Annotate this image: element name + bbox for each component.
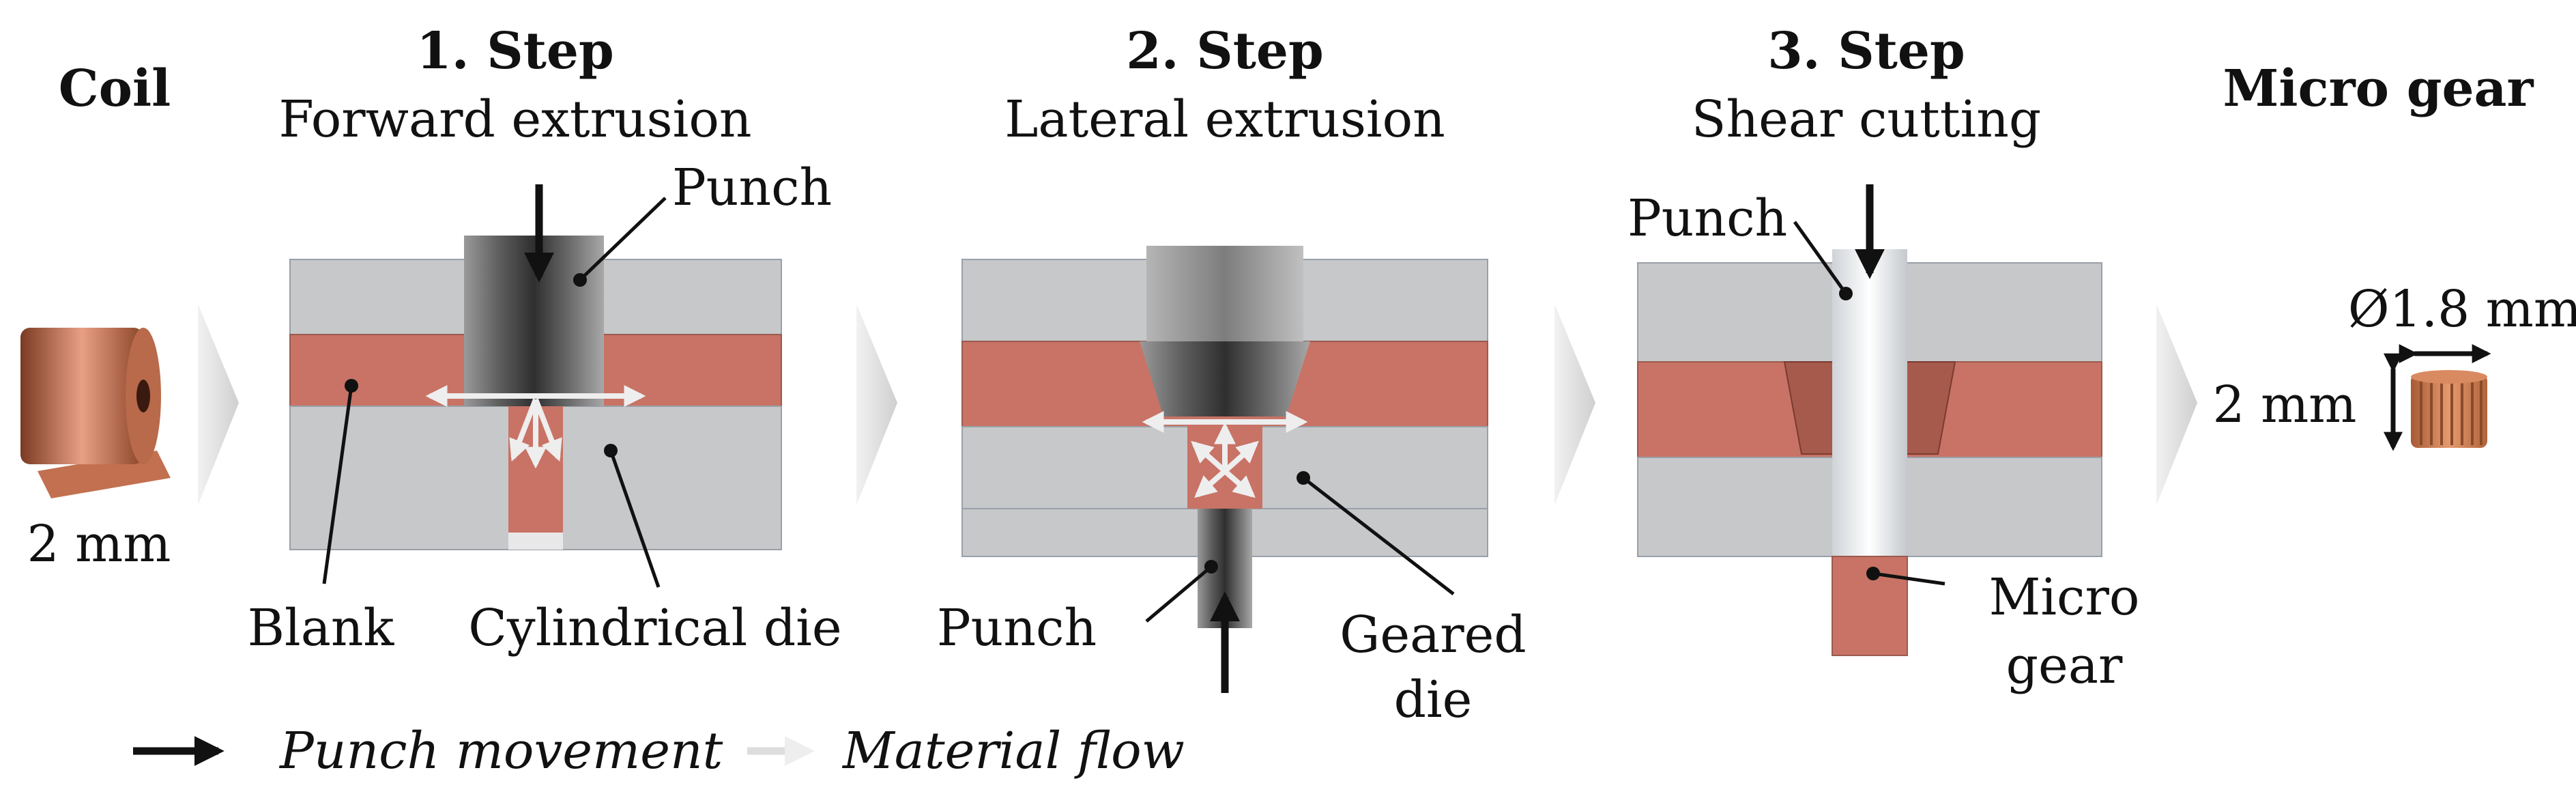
coil-title: Coil (59, 59, 171, 118)
step1-blank-label: Blank (248, 599, 395, 657)
step2-punch-dot (1204, 560, 1218, 574)
step1-punch-dot (573, 273, 587, 287)
coil-image (20, 328, 171, 498)
step2-die-dot (1297, 471, 1310, 485)
step1-material-flow-arrows (425, 385, 646, 469)
step1-punch-label: Punch (672, 158, 832, 217)
step3-punch-leader (1793, 221, 1848, 295)
step3-title: 3. Step (1767, 22, 1965, 81)
step3-punch-label: Punch (1627, 189, 1787, 248)
step2-die-label-line2: die (1394, 670, 1473, 729)
chevron-arrow-1 (198, 304, 239, 505)
step3-gear-dot (1866, 567, 1880, 580)
step1-blank-dot (345, 379, 358, 393)
step1-tooling (289, 236, 782, 550)
legend: Punch movement Material flow (133, 722, 1185, 780)
step2-die-label-line1: Geared (1340, 606, 1526, 664)
step2-subtitle: Lateral extrusion (1004, 90, 1445, 149)
step3-gear-label-line2: gear (2006, 636, 2123, 695)
coil-thickness-label: 2 mm (27, 515, 171, 574)
step1-die-dot (604, 444, 618, 457)
step1-blank-leader (322, 385, 353, 584)
step3-gear-label-line1: Micro (1989, 568, 2140, 627)
step2-die-leader (1302, 477, 1455, 595)
product-title: Micro gear (2223, 59, 2534, 118)
step1-die-label: Cylindrical die (468, 599, 841, 657)
product-diameter-label: Ø1.8 mm (2348, 280, 2576, 339)
step2-title: 2. Step (1126, 22, 1323, 81)
step1-die-leader (609, 450, 661, 588)
product-height-label: 2 mm (2213, 376, 2357, 434)
step1-subtitle: Forward extrusion (278, 90, 751, 149)
step3-gear-leader (1872, 571, 1945, 586)
step3-tooling (1637, 249, 2102, 656)
chevron-arrow-4 (2156, 304, 2197, 505)
chevron-arrow-2 (856, 304, 897, 505)
step1-punch-leader (579, 197, 667, 281)
micro-gear-image (2411, 370, 2487, 448)
step3-subtitle: Shear cutting (1692, 90, 2041, 149)
legend-punch-movement-label: Punch movement (278, 722, 723, 780)
step3-punch-dot (1839, 287, 1853, 300)
step2-material-flow-arrows (1142, 411, 1308, 498)
step1-title: 1. Step (416, 22, 613, 81)
step2-punch-leader (1145, 565, 1213, 623)
step2-punch-label: Punch (937, 599, 1097, 657)
chevron-arrow-3 (1554, 304, 1595, 505)
legend-material-flow-label: Material flow (841, 722, 1185, 780)
